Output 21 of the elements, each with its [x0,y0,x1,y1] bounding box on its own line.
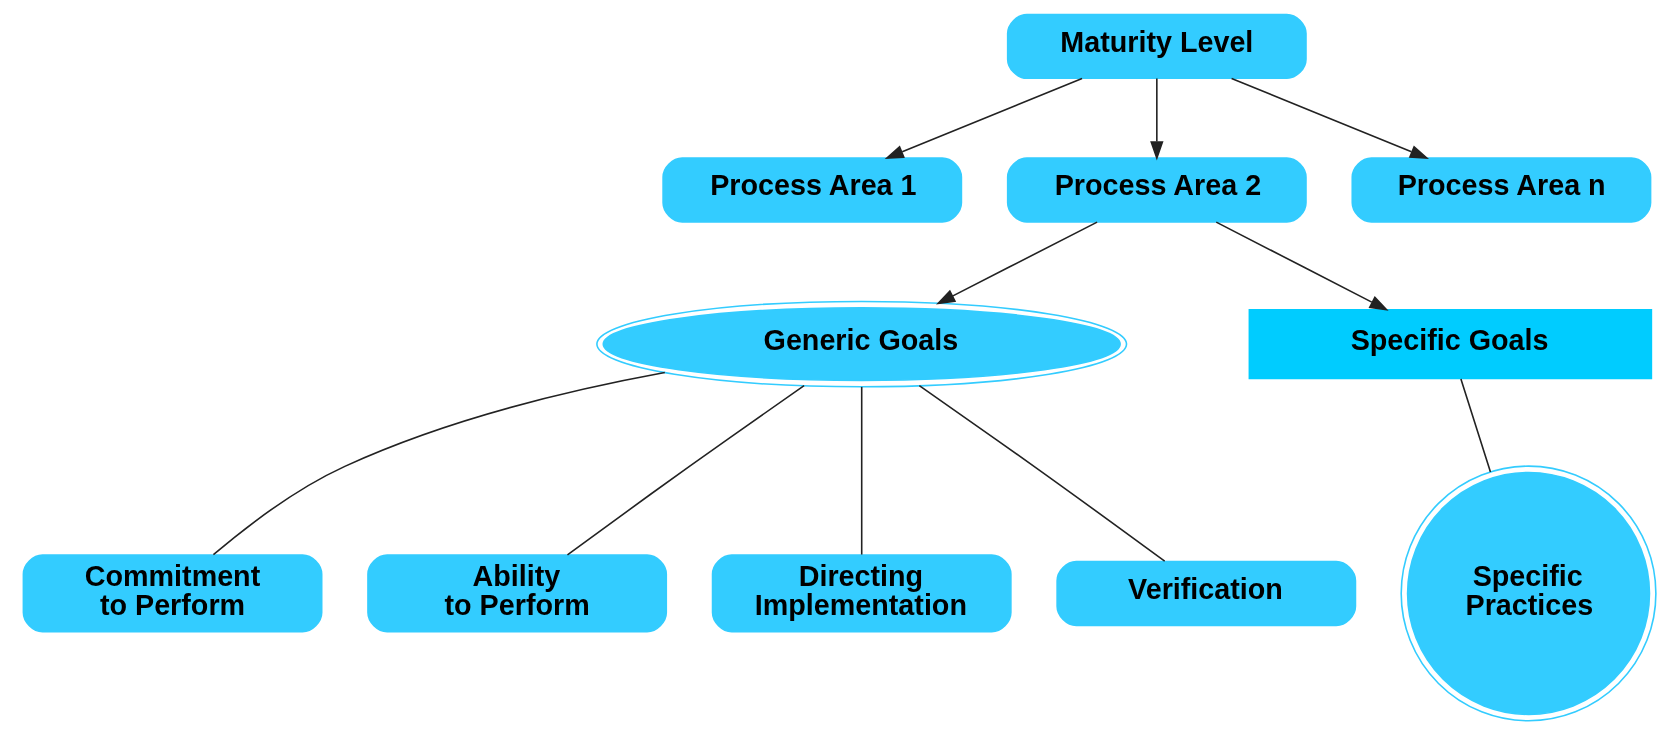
arrow [1149,77,1164,161]
node-box: Process Area 1 [661,157,962,223]
connector [212,371,666,556]
arrow [935,221,1098,305]
node-box: Maturity Level [1006,13,1307,80]
node-box: Directing Implementation [711,554,1012,633]
node-ellipse: Generic Goals [595,300,1127,388]
node-box: Verification [1055,560,1356,627]
node-box: Process Area 2 [1006,157,1307,223]
connector [1459,378,1491,473]
node-circle: Specific Practices [1399,465,1657,722]
connector [566,384,805,556]
arrow [1230,77,1429,159]
arrow [884,77,1083,159]
connector [918,384,1165,562]
arrow [1214,221,1389,311]
node-box: Commitment to Perform [22,554,322,633]
connector [860,386,862,556]
node-box: Specific Goals [1248,309,1652,380]
node-box: Process Area n [1350,157,1651,223]
node-box: Ability to Perform [366,554,667,633]
